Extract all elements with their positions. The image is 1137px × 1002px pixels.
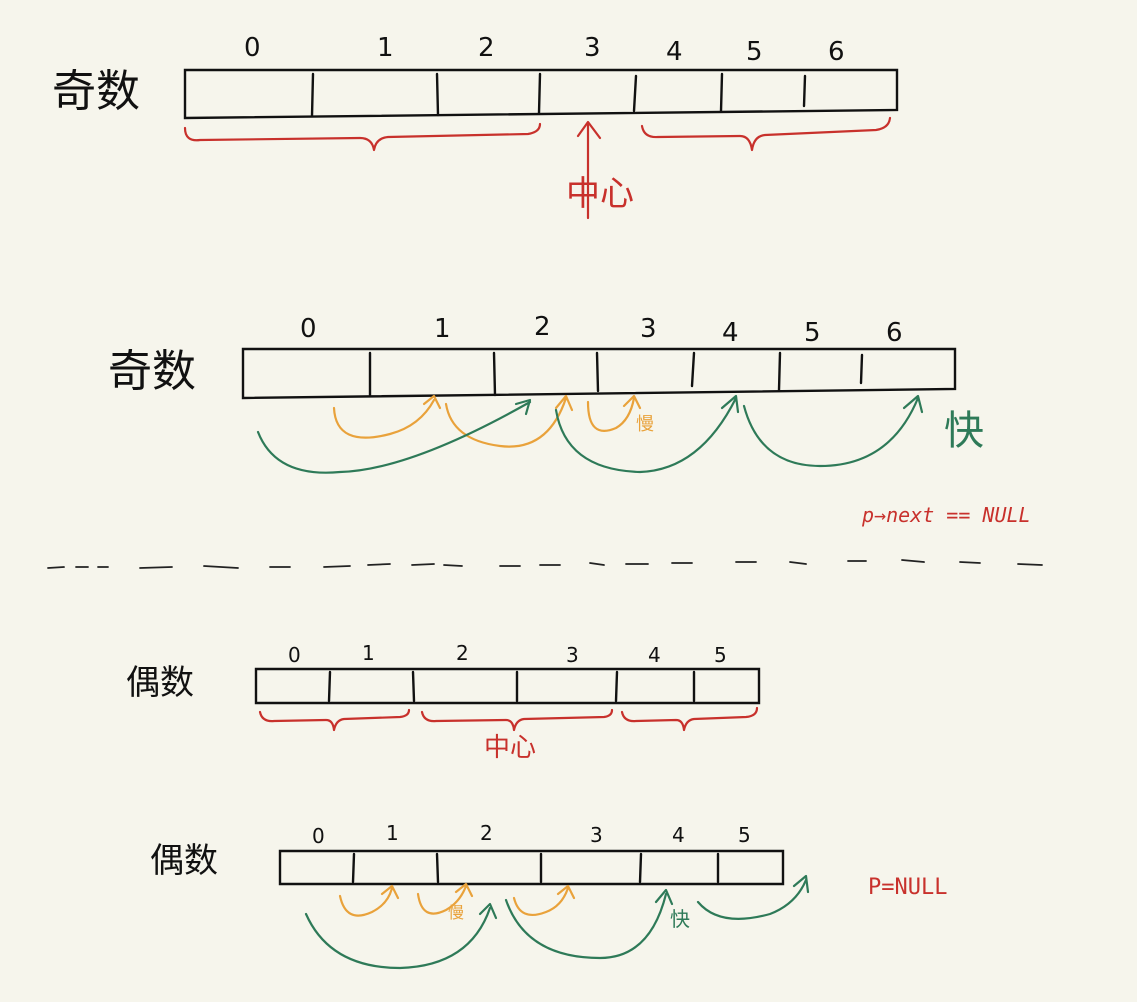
odd-array-2-dividers bbox=[368, 351, 864, 397]
left-brace bbox=[258, 708, 411, 732]
odd-array-1-box bbox=[183, 68, 899, 120]
index-label: 3 bbox=[590, 823, 603, 847]
slow-pointer-hops-even bbox=[338, 882, 576, 917]
index-label: 0 bbox=[312, 824, 325, 848]
odd-array-1-dividers bbox=[310, 72, 807, 118]
index-label: 1 bbox=[434, 314, 451, 344]
even-center-label: 中心 bbox=[484, 733, 536, 763]
even-label-2: 偶数 bbox=[150, 841, 218, 881]
index-label: 5 bbox=[804, 318, 821, 348]
right-brace bbox=[620, 706, 759, 732]
index-label: 5 bbox=[746, 37, 763, 67]
index-label: 6 bbox=[828, 37, 845, 67]
center-arrow-head bbox=[576, 120, 602, 140]
slow-pointer-hops bbox=[332, 394, 642, 448]
odd-pointer-section: 奇数 0 1 2 3 4 5 6 慢 bbox=[108, 312, 1031, 527]
even-array-1-dividers bbox=[327, 670, 696, 703]
even-label-1: 偶数 bbox=[126, 663, 194, 703]
odd-center-section: 奇数 0 1 2 3 4 5 6 中心 bbox=[52, 33, 899, 220]
right-half-brace bbox=[640, 116, 892, 152]
even-end-condition: P=NULL bbox=[868, 875, 947, 900]
even-array-2-box bbox=[278, 849, 785, 886]
odd-label-2: 奇数 bbox=[108, 346, 196, 397]
index-label: 3 bbox=[640, 314, 657, 344]
odd-label-1: 奇数 bbox=[52, 66, 140, 117]
even-array-1-indices: 0 1 2 3 4 5 bbox=[288, 641, 727, 667]
fast-label-odd: 快 bbox=[944, 408, 984, 454]
index-label: 5 bbox=[714, 643, 727, 667]
index-label: 4 bbox=[648, 643, 661, 667]
even-array-2-indices: 0 1 2 3 4 5 bbox=[312, 821, 751, 848]
index-label: 4 bbox=[722, 318, 739, 348]
index-label: 1 bbox=[377, 33, 394, 63]
even-array-1-box bbox=[254, 667, 761, 705]
fast-pointer-hops-even bbox=[304, 874, 810, 970]
slow-label-even: 慢 bbox=[448, 903, 464, 922]
index-label: 3 bbox=[566, 643, 579, 667]
index-label: 0 bbox=[300, 314, 317, 344]
fast-label-even: 快 bbox=[670, 907, 690, 931]
index-label: 2 bbox=[480, 821, 493, 845]
slow-label-odd: 慢 bbox=[636, 414, 654, 435]
center-brace bbox=[420, 708, 614, 732]
fast-pointer-hops bbox=[256, 394, 924, 474]
index-label: 4 bbox=[672, 823, 685, 847]
index-label: 1 bbox=[362, 641, 375, 665]
center-label: 中心 bbox=[566, 174, 634, 214]
index-label: 2 bbox=[534, 312, 551, 342]
odd-array-1-indices: 0 1 2 3 4 5 6 bbox=[244, 33, 845, 67]
index-label: 4 bbox=[666, 37, 683, 67]
even-array-2-dividers bbox=[351, 852, 720, 884]
index-label: 6 bbox=[886, 318, 903, 348]
odd-end-condition: p→next == NULL bbox=[861, 503, 1031, 527]
odd-array-2-box bbox=[241, 347, 957, 400]
index-label: 1 bbox=[386, 821, 399, 845]
odd-array-2-indices: 0 1 2 3 4 5 6 bbox=[300, 312, 903, 348]
section-divider bbox=[47, 559, 1043, 569]
index-label: 5 bbox=[738, 823, 751, 847]
index-label: 2 bbox=[478, 33, 495, 63]
index-label: 0 bbox=[244, 33, 261, 63]
left-half-brace bbox=[183, 122, 542, 152]
even-center-section: 偶数 0 1 2 3 4 5 中心 bbox=[126, 641, 761, 763]
even-pointer-section: 偶数 0 1 2 3 4 5 慢 bbox=[150, 821, 947, 970]
index-label: 3 bbox=[584, 33, 601, 63]
index-label: 2 bbox=[456, 641, 469, 665]
index-label: 0 bbox=[288, 643, 301, 667]
